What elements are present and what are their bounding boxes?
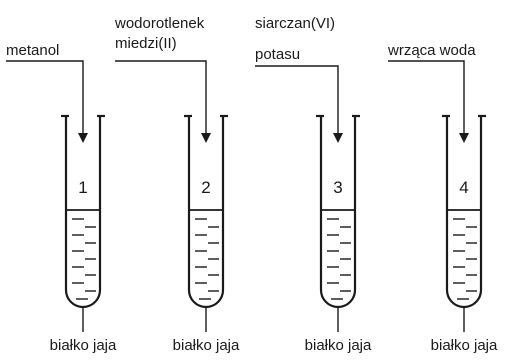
liquid-hatching-1 (72, 218, 96, 300)
reagent-label-2-line-1: wodorotlenek (114, 15, 205, 32)
liquid-hatching-4 (453, 218, 477, 300)
tube-outline-2 (187, 116, 225, 309)
reagent-label-3-line-2: potasu (255, 46, 300, 63)
bottom-label-3: białko jaja (305, 337, 372, 354)
liquid-hatching-2 (195, 218, 219, 300)
test-tube-1: metanol 1 białko jaja (6, 42, 117, 354)
tube-outline-1 (64, 116, 102, 309)
reagent-label-2-line-2: miedzi(II) (115, 35, 177, 52)
bottom-label-4: białko jaja (431, 337, 498, 354)
reagent-arrow-4 (388, 60, 469, 143)
tube-number-1: 1 (78, 178, 87, 197)
bottom-label-1: białko jaja (50, 337, 117, 354)
tube-outline-4 (445, 116, 483, 309)
reagent-label-4-line-1: wrząca woda (387, 42, 476, 59)
tube-number-4: 4 (459, 178, 468, 197)
reagent-label-3-line-1: siarczan(VI) (255, 15, 335, 32)
liquid-hatching-3 (327, 218, 351, 300)
reagent-arrow-2 (115, 60, 211, 143)
test-tube-4: wrząca woda 4 białko jaja (387, 42, 498, 354)
reagent-arrow-1 (6, 60, 88, 143)
reagent-label-1-line-1: metanol (6, 42, 59, 59)
tube-number-2: 2 (201, 178, 210, 197)
bottom-label-2: białko jaja (173, 337, 240, 354)
test-tube-3: siarczan(VI) potasu 3 białko jaja (255, 15, 372, 354)
tube-outline-3 (319, 116, 357, 309)
reagent-arrow-3 (255, 65, 343, 143)
test-tube-2: wodorotlenek miedzi(II) 2 białko jaja (114, 15, 240, 354)
tube-number-3: 3 (333, 178, 342, 197)
